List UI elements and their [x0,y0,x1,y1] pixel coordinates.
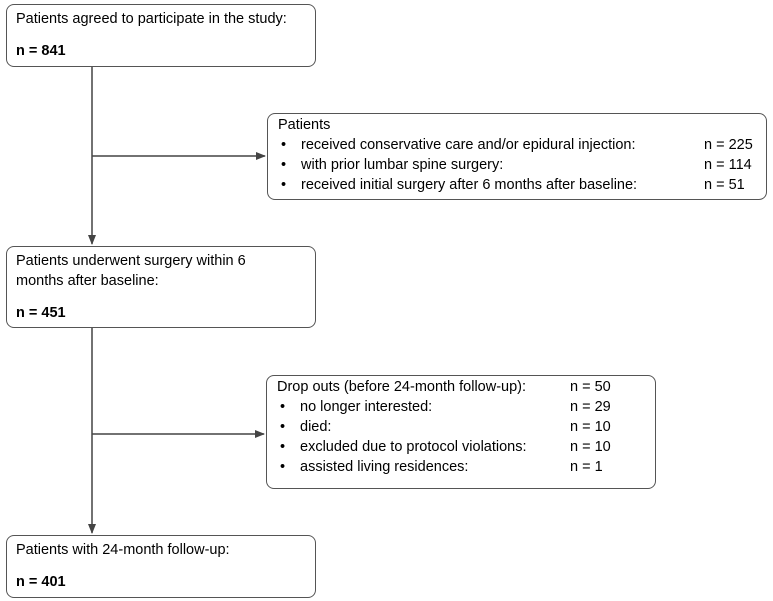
dropout-item-label: no longer interested: [300,399,433,415]
box-excluded: Patients • received conservative care an… [267,113,767,200]
dropouts-title: Drop outs (before 24-month follow-up): [277,379,527,395]
excluded-item-label: with prior lumbar spine surgery: [301,157,504,173]
dropout-item: • died: n = 10 [277,417,645,437]
box-followup: Patients with 24-month follow-up: n = 40… [6,535,316,598]
surgery-title-line2: months after baseline: [16,273,159,289]
excluded-item-count: n = 51 [704,177,745,193]
bullet-icon: • [281,157,287,173]
bullet-icon: • [280,439,286,455]
followup-count: n = 401 [16,574,66,590]
enrolled-title: Patients agreed to participate in the st… [16,11,287,27]
excluded-title: Patients [278,117,331,133]
dropout-item: • assisted living residences: n = 1 [277,457,645,477]
dropout-item: • no longer interested: n = 29 [277,397,645,417]
dropout-item: • excluded due to protocol violations: n… [277,437,645,457]
dropouts-count: n = 50 [570,379,611,395]
bullet-icon: • [280,459,286,475]
dropout-item-count: n = 1 [570,459,603,475]
excluded-item-count: n = 114 [704,157,752,173]
bullet-icon: • [280,399,286,415]
dropout-item-count: n = 10 [570,419,611,435]
box-surgery: Patients underwent surgery within 6 mont… [6,246,316,328]
followup-title: Patients with 24-month follow-up: [16,542,230,558]
excluded-item: • received conservative care and/or epid… [278,135,756,155]
dropout-item-count: n = 10 [570,439,611,455]
excluded-item-count: n = 225 [704,137,753,153]
dropouts-header: Drop outs (before 24-month follow-up): n… [277,377,645,397]
excluded-item: • with prior lumbar spine surgery: n = 1… [278,155,756,175]
box-enrolled: Patients agreed to participate in the st… [6,4,316,67]
excluded-item-label: received initial surgery after 6 months … [301,177,638,193]
excluded-item: • received initial surgery after 6 month… [278,175,756,195]
bullet-icon: • [281,137,287,153]
enrolled-count: n = 841 [16,43,66,59]
dropout-item-label: died: [300,419,332,435]
surgery-count: n = 451 [16,305,66,321]
surgery-title-line1: Patients underwent surgery within 6 [16,253,246,269]
dropout-item-count: n = 29 [570,399,611,415]
dropout-item-label: excluded due to protocol violations: [300,439,527,455]
bullet-icon: • [281,177,287,193]
excluded-item-label: received conservative care and/or epidur… [301,137,636,153]
bullet-icon: • [280,419,286,435]
box-dropouts: Drop outs (before 24-month follow-up): n… [266,375,656,489]
dropout-item-label: assisted living residences: [300,459,469,475]
